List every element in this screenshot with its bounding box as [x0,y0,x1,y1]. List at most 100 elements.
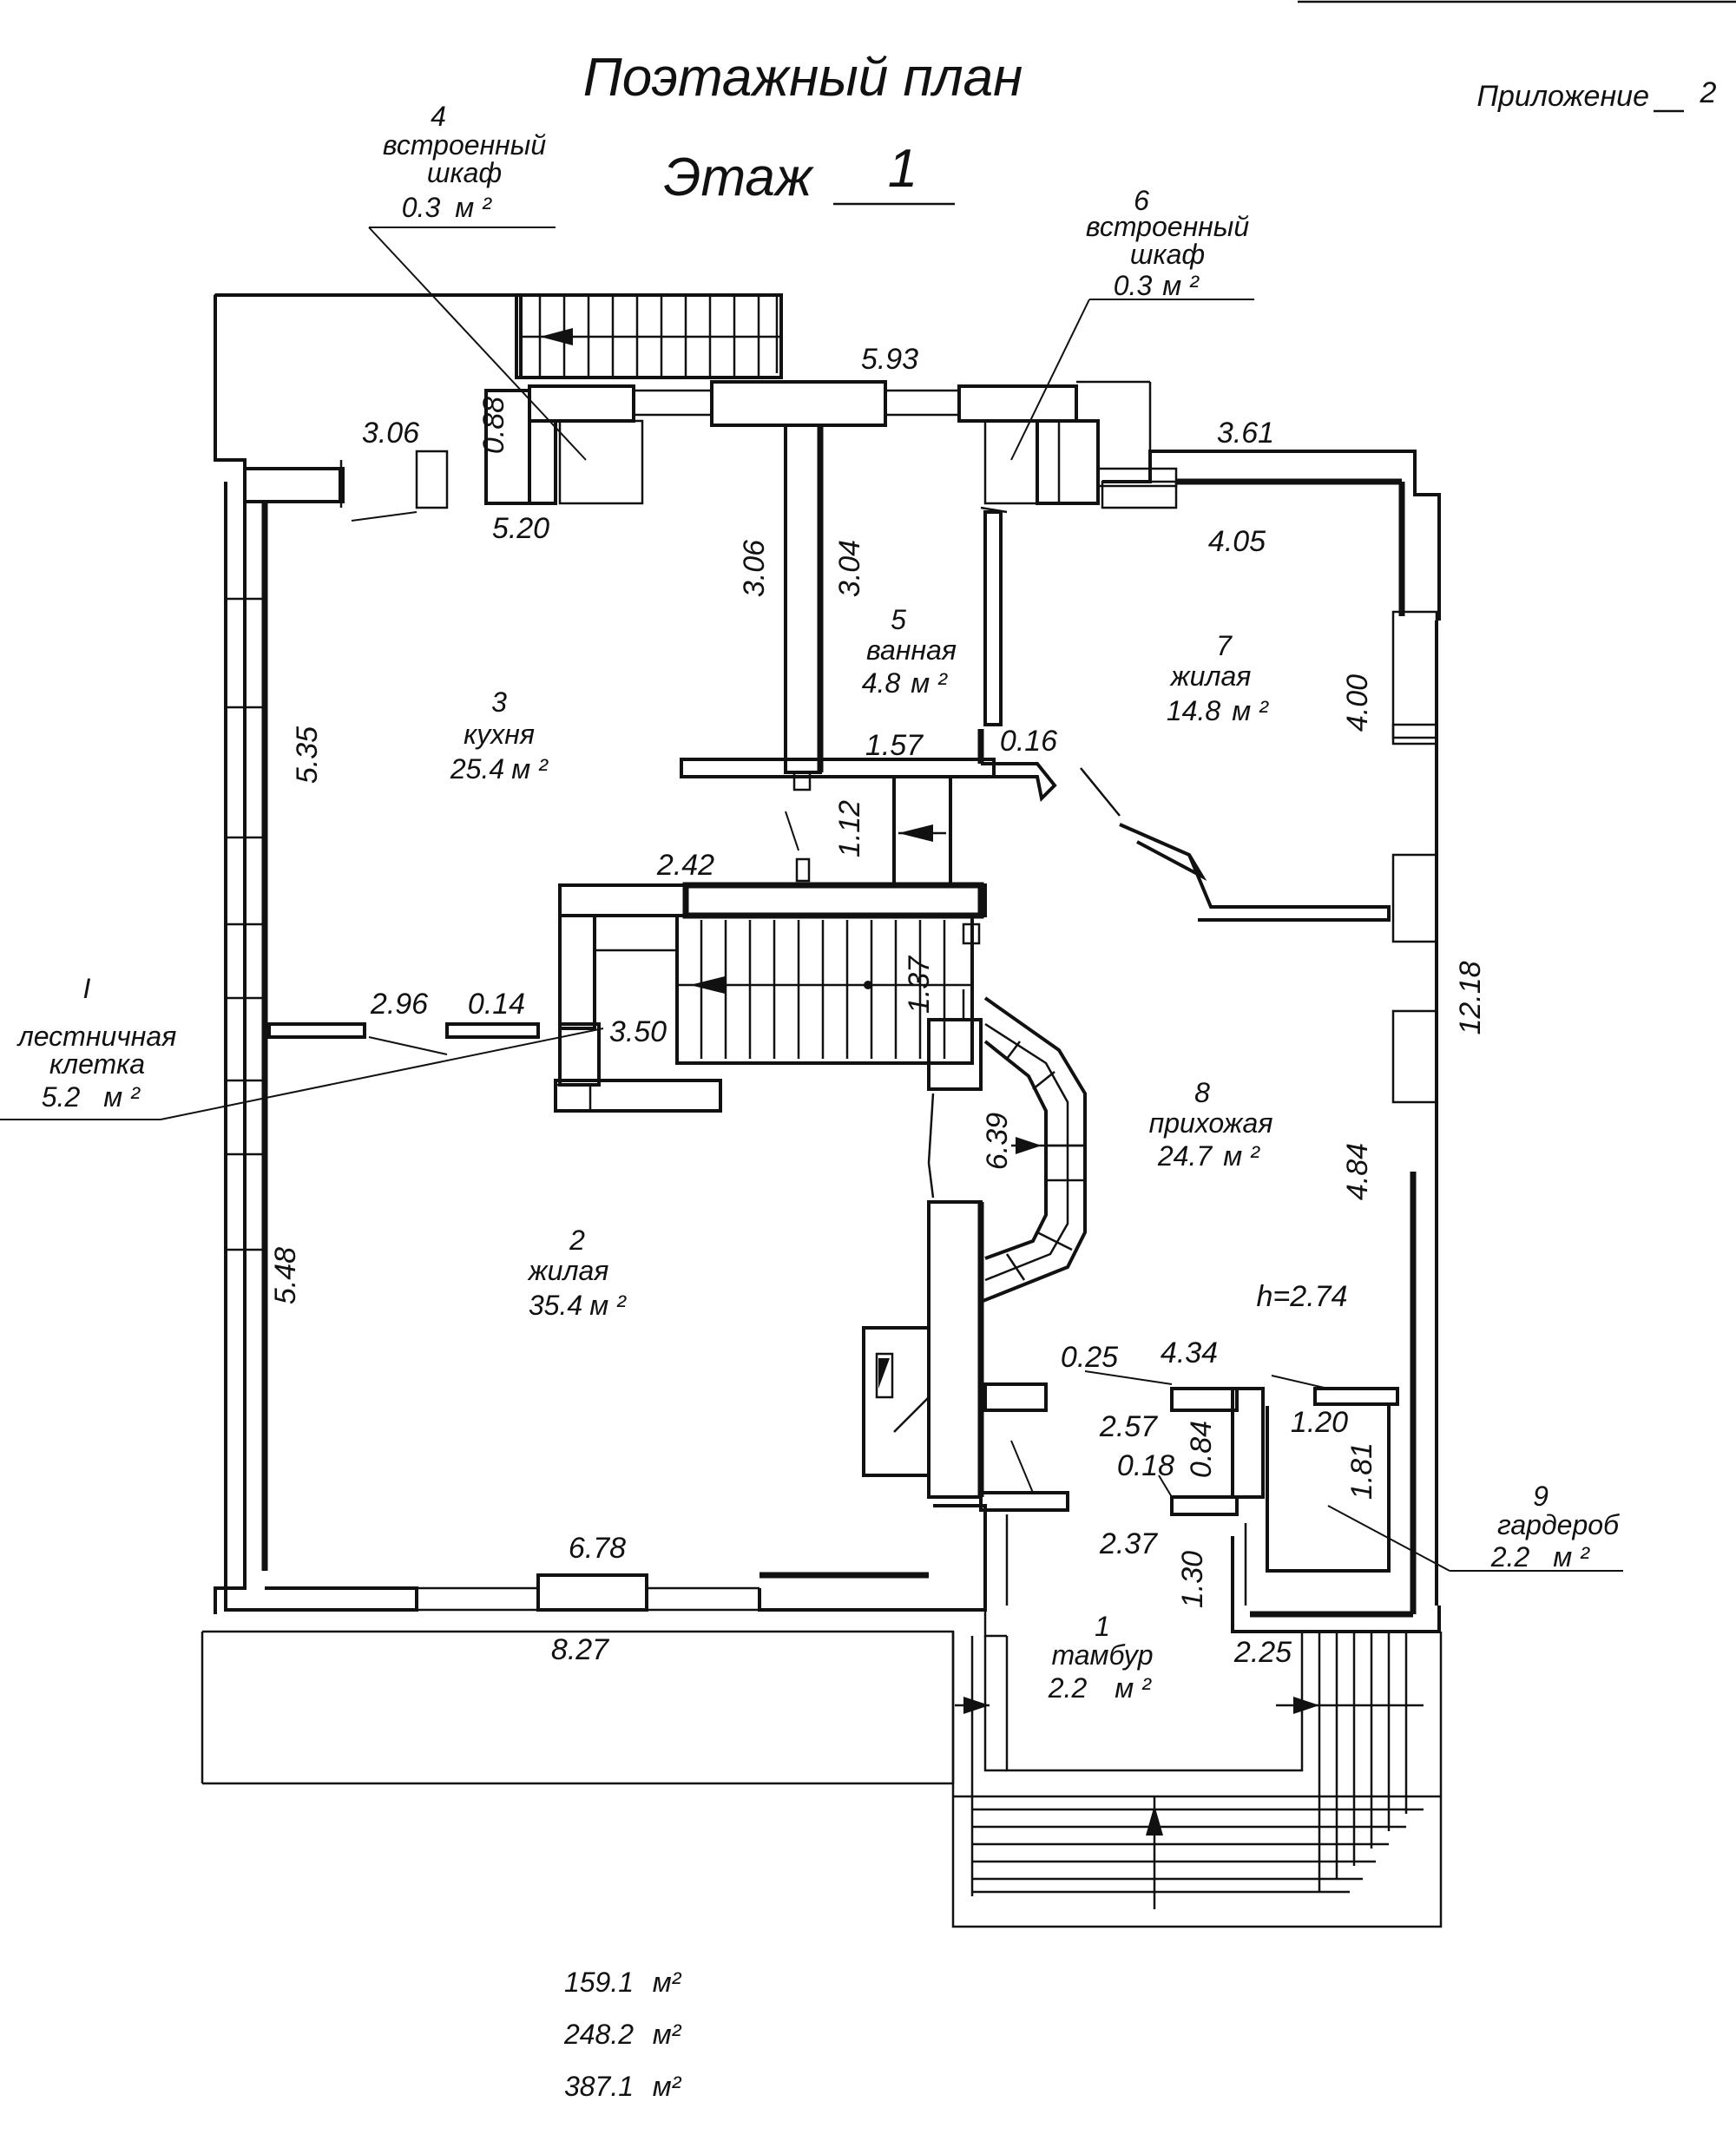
svg-text:кухня: кухня [464,719,535,750]
room-name-line: шкаф [427,157,502,188]
exterior-walls [214,293,1441,1633]
dimension-label: 2.25 [1233,1636,1292,1669]
room-name-line: встроенный [383,129,546,161]
dimension-label: 4.84 [1341,1143,1374,1200]
ceiling-height: h=2.74 [1257,1280,1348,1313]
dimension-label: 0.88 [477,397,510,454]
room-1-label: 1 тамбур 2.2 м ² [1048,1611,1154,1704]
svg-text:8: 8 [1194,1077,1210,1108]
dimension-label: 6.78 [569,1532,626,1565]
dimension-label: 3.61 [1217,417,1274,450]
svg-text:м ²: м ² [589,1290,627,1321]
plan-title: Поэтажный план [583,48,1023,108]
dimension-label: 1.57 [865,729,924,762]
svg-text:жилая: жилая [527,1255,609,1286]
total-area-2: 248.2 [563,2019,634,2050]
dimension-label: 0.84 [1185,1421,1218,1478]
dimension-label: 5.93 [861,343,918,376]
svg-text:гардероб: гардероб [1497,1509,1620,1540]
svg-text:2.2: 2.2 [1490,1541,1530,1573]
dimension-label: 1.37 [903,956,936,1014]
total-area-1-unit: м² [653,1967,682,1998]
dimension-label: 0.14 [468,988,525,1021]
svg-text:6: 6 [1134,185,1149,216]
room-5-label: 5 ванная 4.8 м ² [862,604,957,699]
svg-text:м ²: м ² [911,667,948,699]
dimension-label: 5.20 [492,512,549,545]
svg-text:м ²: м ² [1553,1541,1590,1573]
dimension-label: 2.37 [1099,1527,1158,1560]
dimension-label: 0.18 [1117,1449,1174,1482]
svg-text:7: 7 [1216,630,1233,661]
appendix-label: Приложение [1476,80,1649,113]
svg-text:ванная: ванная [866,634,957,666]
svg-text:жилая: жилая [1169,660,1252,692]
svg-text:тамбур: тамбур [1051,1639,1153,1671]
room-9-label: 9 гардероб 2.2 м ² [1490,1481,1620,1573]
room-name-line: клетка [49,1048,145,1080]
dimension-label: 4.00 [1341,674,1374,732]
dimension-label: 1.81 [1345,1442,1378,1500]
svg-text:3: 3 [491,686,507,718]
svg-text:прихожая: прихожая [1149,1107,1273,1139]
upper-stair [515,293,783,379]
svg-text:м ²: м ² [511,753,549,785]
appendix-number: 2 [1700,76,1717,109]
svg-text:м ²: м ² [103,1081,141,1113]
dimension-label: 5.35 [291,726,324,784]
dimension-label: 8.27 [551,1633,609,1666]
svg-text:0.3: 0.3 [402,192,441,223]
svg-text:4.8: 4.8 [862,667,901,699]
room-name-line: встроенный [1086,211,1249,242]
svg-text:I: I [83,973,91,1004]
room-8-label: 8 прихожая 24.7 м ² [1149,1077,1273,1172]
svg-text:5: 5 [891,604,906,635]
dimension-label: 2.96 [370,988,428,1021]
dimension-label: 1.20 [1291,1406,1348,1439]
svg-text:25.4: 25.4 [450,753,504,785]
svg-text:2.2: 2.2 [1048,1672,1088,1704]
dimension-label: 2.42 [656,849,714,882]
dimension-label: 3.50 [609,1015,667,1048]
entrance-porch [201,1606,1443,1928]
total-area-3: 387.1 [564,2071,634,2102]
svg-text:1: 1 [1095,1611,1110,1642]
total-area-3-unit: м² [653,2071,682,2102]
svg-text:0.3: 0.3 [1114,270,1153,301]
dimension-label: 1.30 [1176,1551,1209,1608]
dimension-label: 2.57 [1099,1410,1158,1443]
svg-text:4: 4 [431,101,446,132]
dimension-label: 0.16 [1000,725,1057,758]
svg-text:2: 2 [569,1225,585,1256]
room-7-label: 7 жилая 14.8 м ² [1167,630,1269,726]
svg-text:5.2: 5.2 [42,1081,81,1113]
dimension-label: 4.34 [1161,1336,1218,1369]
dimension-label: 5.48 [269,1247,302,1304]
room-name-line: лестничная [16,1021,177,1052]
svg-text:35.4: 35.4 [529,1290,582,1321]
room-name-line: шкаф [1130,239,1205,270]
svg-text:24.7: 24.7 [1157,1140,1213,1172]
total-area-2-unit: м² [653,2019,682,2050]
dimension-label: 0.25 [1061,1341,1118,1374]
total-area-1: 159.1 [564,1967,634,1998]
svg-text:м ²: м ² [1115,1672,1152,1704]
svg-text:м ²: м ² [455,192,492,223]
svg-text:14.8: 14.8 [1167,695,1220,726]
room-2-label: 2 жилая 35.4 м ² [527,1225,627,1321]
dimension-label: 6.39 [981,1113,1014,1170]
svg-text:м ²: м ² [1162,270,1200,301]
dimension-label: 4.05 [1208,525,1266,558]
dimension-label: 12.18 [1454,961,1487,1034]
top-walls [339,380,1178,509]
dimension-label: 3.06 [738,540,771,597]
interior-walls [267,424,1399,1606]
floor-label: Этаж [663,148,813,207]
